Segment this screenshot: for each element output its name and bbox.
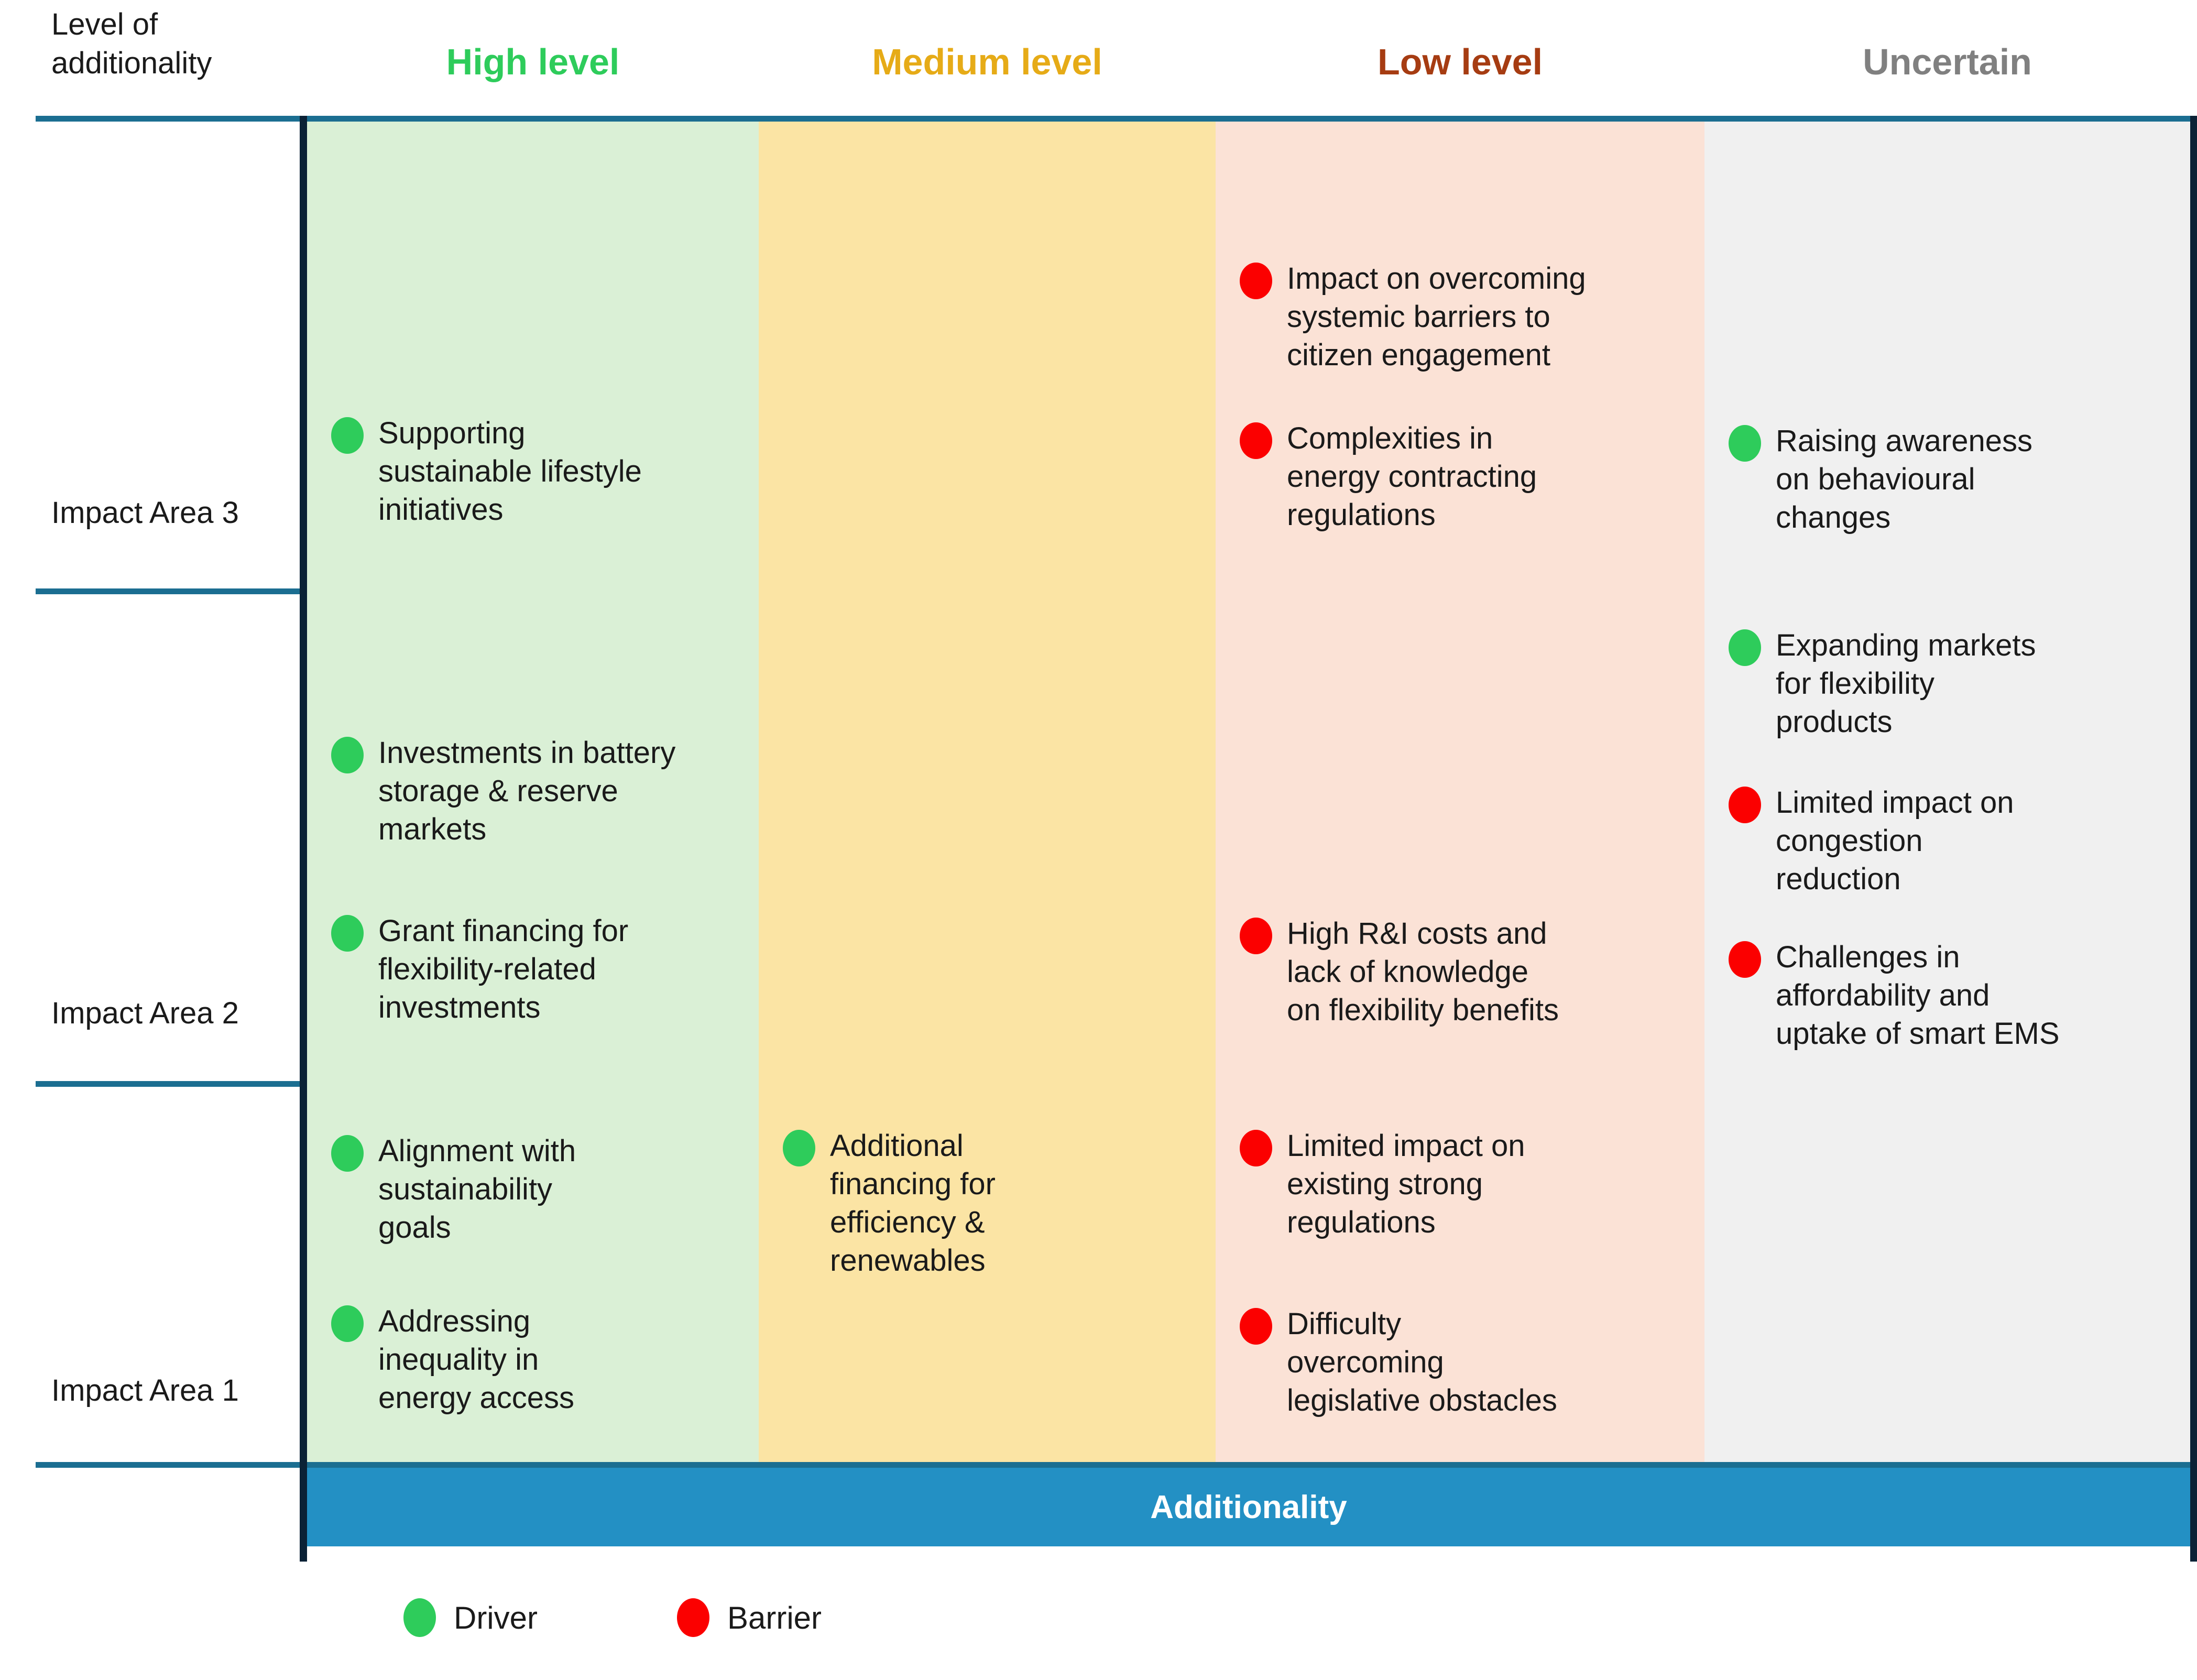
legend-entry-driver: Driver: [403, 1598, 538, 1637]
barrier-dot-icon: [1240, 422, 1272, 459]
driver-dot-icon: [1729, 629, 1761, 666]
driver-dot-icon: [331, 417, 364, 454]
cell-impact-area-1-low-level: [1216, 1084, 1704, 1462]
grid-separator-left-edge: [300, 116, 307, 1562]
row-label-impact-area-3: Impact Area 3: [51, 496, 239, 530]
grid-rule-top: [36, 116, 2190, 122]
row-label-impact-area-2: Impact Area 2: [51, 996, 239, 1030]
column-header-medium-level: Medium level: [872, 41, 1102, 82]
driver-dot-icon: [403, 1598, 436, 1637]
driver-dot-icon: [331, 915, 364, 952]
barrier-dot-icon: [1729, 941, 1761, 978]
driver-dot-icon: [783, 1130, 815, 1166]
barrier-dot-icon: [677, 1598, 709, 1637]
driver-dot-icon: [331, 1135, 364, 1172]
driver-dot-icon: [331, 1305, 364, 1342]
row-label-impact-area-1: Impact Area 1: [51, 1373, 239, 1408]
barrier-dot-icon: [1240, 1130, 1272, 1166]
column-header-low-level: Low level: [1377, 41, 1543, 82]
driver-dot-icon: [1729, 425, 1761, 462]
cell-impact-area-3-medium-level: [759, 122, 1216, 591]
cell-impact-area-2-low-level: [1216, 591, 1704, 1084]
driver-dot-icon: [331, 737, 364, 773]
cell-impact-area-1-medium-level: [759, 1084, 1216, 1462]
cell-impact-area-3-high-level: [307, 122, 759, 591]
additionality-bar-label: Additionality: [1150, 1489, 1347, 1525]
grid-separator-right-edge: [2190, 116, 2197, 1562]
column-header-high-level: High level: [446, 41, 620, 82]
barrier-dot-icon: [1240, 1308, 1272, 1345]
barrier-dot-icon: [1240, 263, 1272, 299]
barrier-dot-icon: [1240, 918, 1272, 954]
cell-impact-area-3-uncertain: [1704, 122, 2190, 591]
cell-impact-area-3-low-level: [1216, 122, 1704, 591]
grid-rule-bottom: [36, 1462, 2190, 1468]
additionality-axis-bar: Additionality: [307, 1468, 2190, 1546]
legend-label-driver: Driver: [454, 1600, 538, 1635]
cell-impact-area-2-uncertain: [1704, 591, 2190, 1084]
cell-impact-area-2-high-level: [307, 591, 759, 1084]
legend-label-barrier: Barrier: [727, 1600, 822, 1635]
cell-impact-area-2-medium-level: [759, 591, 1216, 1084]
barrier-dot-icon: [1729, 787, 1761, 823]
column-header-uncertain: Uncertain: [1863, 41, 2032, 82]
cell-impact-area-1-uncertain: [1704, 1084, 2190, 1462]
legend: Driver Barrier: [403, 1598, 822, 1637]
cell-impact-area-1-high-level: [307, 1084, 759, 1462]
legend-entry-barrier: Barrier: [677, 1598, 822, 1637]
